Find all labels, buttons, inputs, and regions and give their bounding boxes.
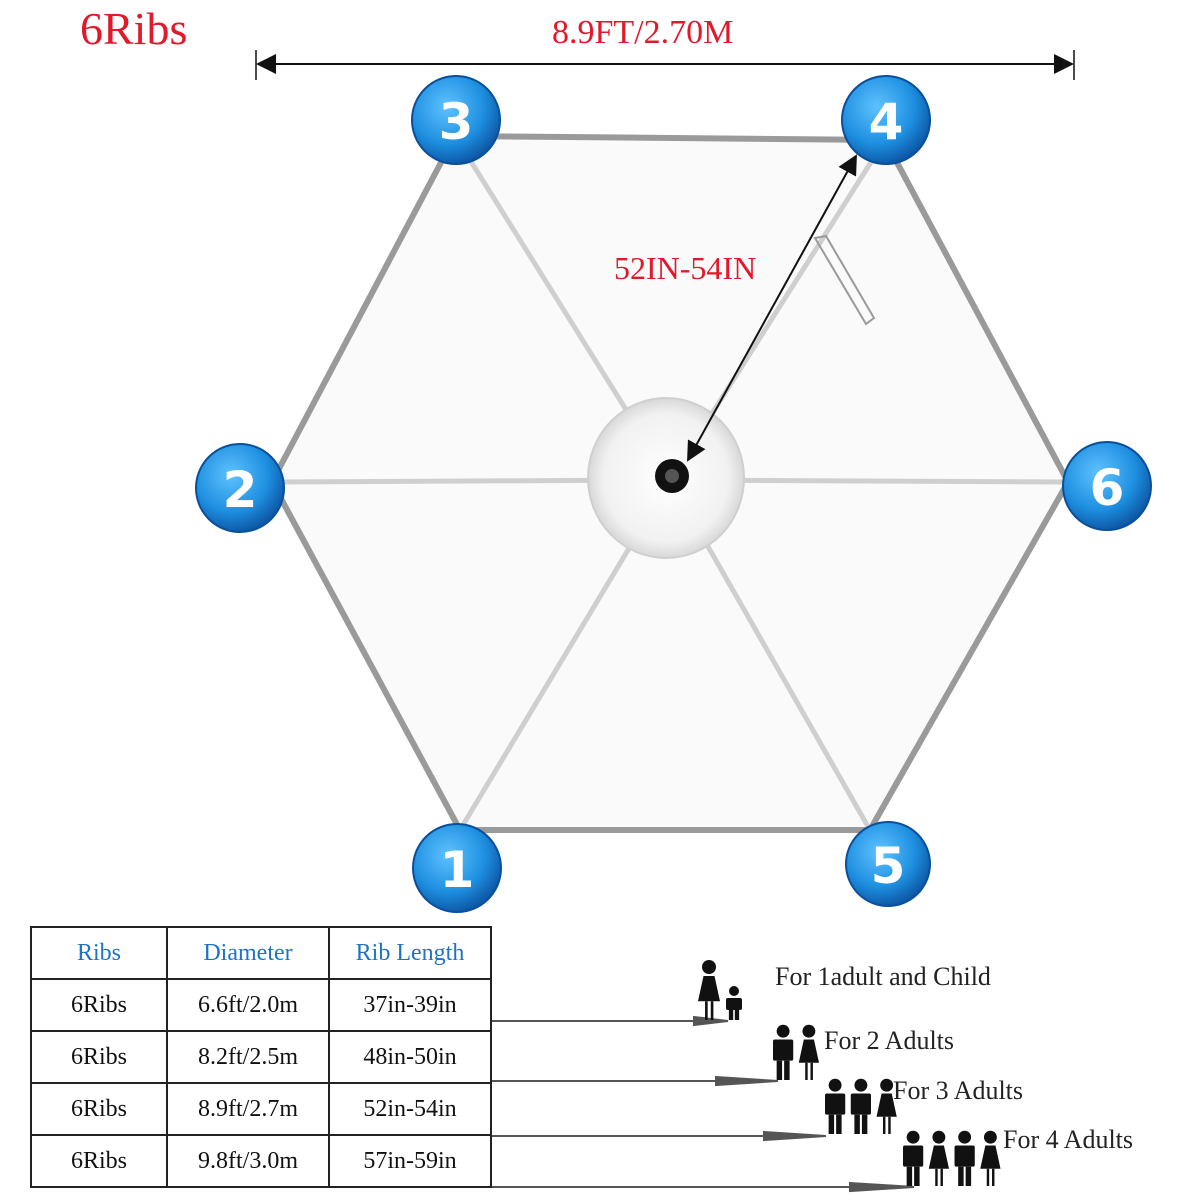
rib-length-label: 52IN-54IN (614, 250, 757, 286)
man-icon (850, 1078, 871, 1134)
woman-icon (980, 1130, 1001, 1186)
rib-badge-4: 4 (841, 75, 931, 165)
diagram-title: 6Ribs (80, 3, 188, 54)
table-row: 6Ribs 8.9ft/2.7m 52in-54in (30, 1082, 492, 1136)
table-row: 6Ribs 6.6ft/2.0m 37in-39in (30, 978, 492, 1032)
cell-ribs: 6Ribs (30, 1082, 168, 1136)
column-header: Ribs (30, 926, 168, 980)
diameter-label: 8.9FT/2.70M (552, 14, 734, 51)
woman-icon (928, 1130, 949, 1186)
column-header: Diameter (166, 926, 330, 980)
woman-icon (698, 960, 720, 1020)
man-icon (954, 1130, 975, 1186)
rib-number: 4 (869, 93, 904, 151)
cell-diameter: 9.8ft/3.0m (166, 1134, 330, 1188)
rib-number: 2 (223, 461, 258, 519)
capacity-label: For 4 Adults (1003, 1125, 1134, 1154)
diameter-dimension-line (255, 50, 1075, 80)
table-header-row: Ribs Diameter Rib Length (30, 926, 492, 980)
cell-rib-length: 48in-50in (328, 1030, 492, 1084)
man-icon (903, 1130, 924, 1186)
rib-number: 3 (439, 93, 474, 151)
cell-ribs: 6Ribs (30, 1134, 168, 1188)
umbrella-hub (587, 397, 745, 559)
cell-rib-length: 57in-59in (328, 1134, 492, 1188)
rib-number: 5 (871, 837, 906, 895)
capacity-people (698, 960, 1001, 1186)
cell-diameter: 6.6ft/2.0m (166, 978, 330, 1032)
rib-badge-3: 3 (411, 75, 501, 165)
column-header: Rib Length (328, 926, 492, 980)
woman-icon (798, 1024, 819, 1080)
rib-number: 6 (1090, 459, 1125, 517)
cell-ribs: 6Ribs (30, 1030, 168, 1084)
capacity-label: For 3 Adults (893, 1076, 1024, 1105)
rib-badge-2: 2 (195, 443, 285, 533)
rib-badge-1: 1 (412, 823, 502, 913)
man-icon (773, 1024, 794, 1080)
cell-diameter: 8.2ft/2.5m (166, 1030, 330, 1084)
man-icon (825, 1078, 846, 1134)
rib-badge-5: 5 (845, 821, 931, 907)
cell-rib-length: 37in-39in (328, 978, 492, 1032)
cell-ribs: 6Ribs (30, 978, 168, 1032)
table-row: 6Ribs 9.8ft/3.0m 57in-59in (30, 1134, 492, 1188)
woman-icon (876, 1078, 897, 1134)
capacity-label: For 2 Adults (824, 1026, 955, 1055)
capacity-label: For 1adult and Child (775, 962, 991, 991)
capacity-leader-lines (490, 1015, 915, 1193)
cell-diameter: 8.9ft/2.7m (166, 1082, 330, 1136)
rib-length-arrow (687, 154, 857, 462)
rib-badge-6: 6 (1062, 441, 1152, 531)
cell-rib-length: 52in-54in (328, 1082, 492, 1136)
rib-number: 1 (440, 841, 475, 899)
child-icon (726, 986, 742, 1020)
table-row: 6Ribs 8.2ft/2.5m 48in-50in (30, 1030, 492, 1084)
size-table: Ribs Diameter Rib Length 6Ribs 6.6ft/2.0… (30, 926, 492, 1188)
